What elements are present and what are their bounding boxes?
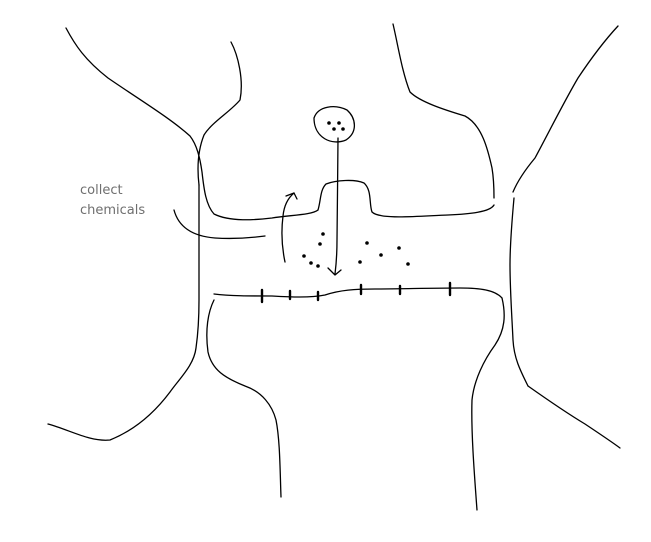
- neurotransmitter-dot: [316, 264, 320, 268]
- release-arrowhead: [327, 267, 342, 276]
- upper-right-outline: [392, 23, 495, 199]
- lower-right-outline: [527, 385, 621, 449]
- presynaptic-terminal: [317, 179, 495, 218]
- neurotransmitter-dot: [321, 232, 325, 236]
- vesicle-dot: [332, 127, 336, 131]
- neurotransmitter-dot: [358, 260, 362, 264]
- postsynaptic-right-outline: [471, 297, 505, 511]
- neurotransmitter-dot: [309, 261, 313, 265]
- right-vertical-line: [509, 197, 529, 387]
- neurotransmitter-dot: [379, 253, 383, 257]
- left-vertical-line: [47, 184, 200, 441]
- upper-left-inner-line: [197, 41, 242, 186]
- vesicle-dot: [337, 121, 341, 125]
- annotation-pointer: [173, 209, 266, 240]
- annotation-label-line2: chemicals: [80, 203, 146, 218]
- vesicle-dot: [327, 121, 331, 125]
- neurotransmitter-dot: [318, 242, 322, 246]
- postsynaptic-membrane: [213, 287, 503, 299]
- vesicle-dot: [341, 127, 345, 131]
- reuptake-arrowhead: [285, 192, 298, 200]
- neurotransmitter-dot: [365, 241, 369, 245]
- upper-left-outline: [65, 27, 319, 221]
- neurotransmitter-dot: [406, 262, 410, 266]
- vesicle: [313, 106, 356, 143]
- neurotransmitter-dot: [302, 254, 306, 258]
- postsynaptic-left-outline: [206, 299, 282, 498]
- annotation-label-line1: collect: [80, 183, 123, 198]
- far-right-outline: [512, 25, 619, 193]
- release-line: [334, 137, 339, 275]
- reuptake-arrow: [281, 192, 295, 263]
- neurotransmitter-dot: [397, 246, 401, 250]
